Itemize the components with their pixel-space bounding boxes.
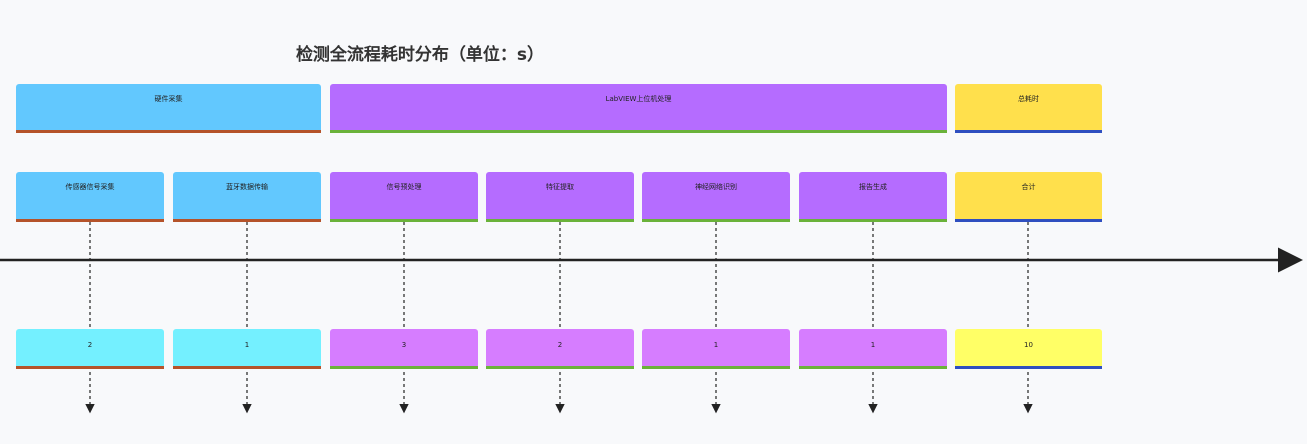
value-preprocess: 3 xyxy=(330,329,478,369)
value-bluetooth: 1 xyxy=(173,329,321,369)
step-nn: 神经网络识别 xyxy=(642,172,790,222)
step-total: 合计 xyxy=(955,172,1102,222)
step-feature: 特征提取 xyxy=(486,172,634,222)
value-report: 1 xyxy=(799,329,947,369)
step-bluetooth: 蓝牙数据传输 xyxy=(173,172,321,222)
step-sensor: 传感器信号采集 xyxy=(16,172,164,222)
group-hardware: 硬件采集 xyxy=(16,84,321,133)
value-total: 10 xyxy=(955,329,1102,369)
step-report: 报告生成 xyxy=(799,172,947,222)
group-total: 总耗时 xyxy=(955,84,1102,133)
value-feature: 2 xyxy=(486,329,634,369)
diagram-title: 检测全流程耗时分布（单位：s） xyxy=(295,45,545,65)
value-sensor: 2 xyxy=(16,329,164,369)
group-labview: LabVIEW上位机处理 xyxy=(330,84,947,133)
step-preprocess: 信号预处理 xyxy=(330,172,478,222)
value-nn: 1 xyxy=(642,329,790,369)
